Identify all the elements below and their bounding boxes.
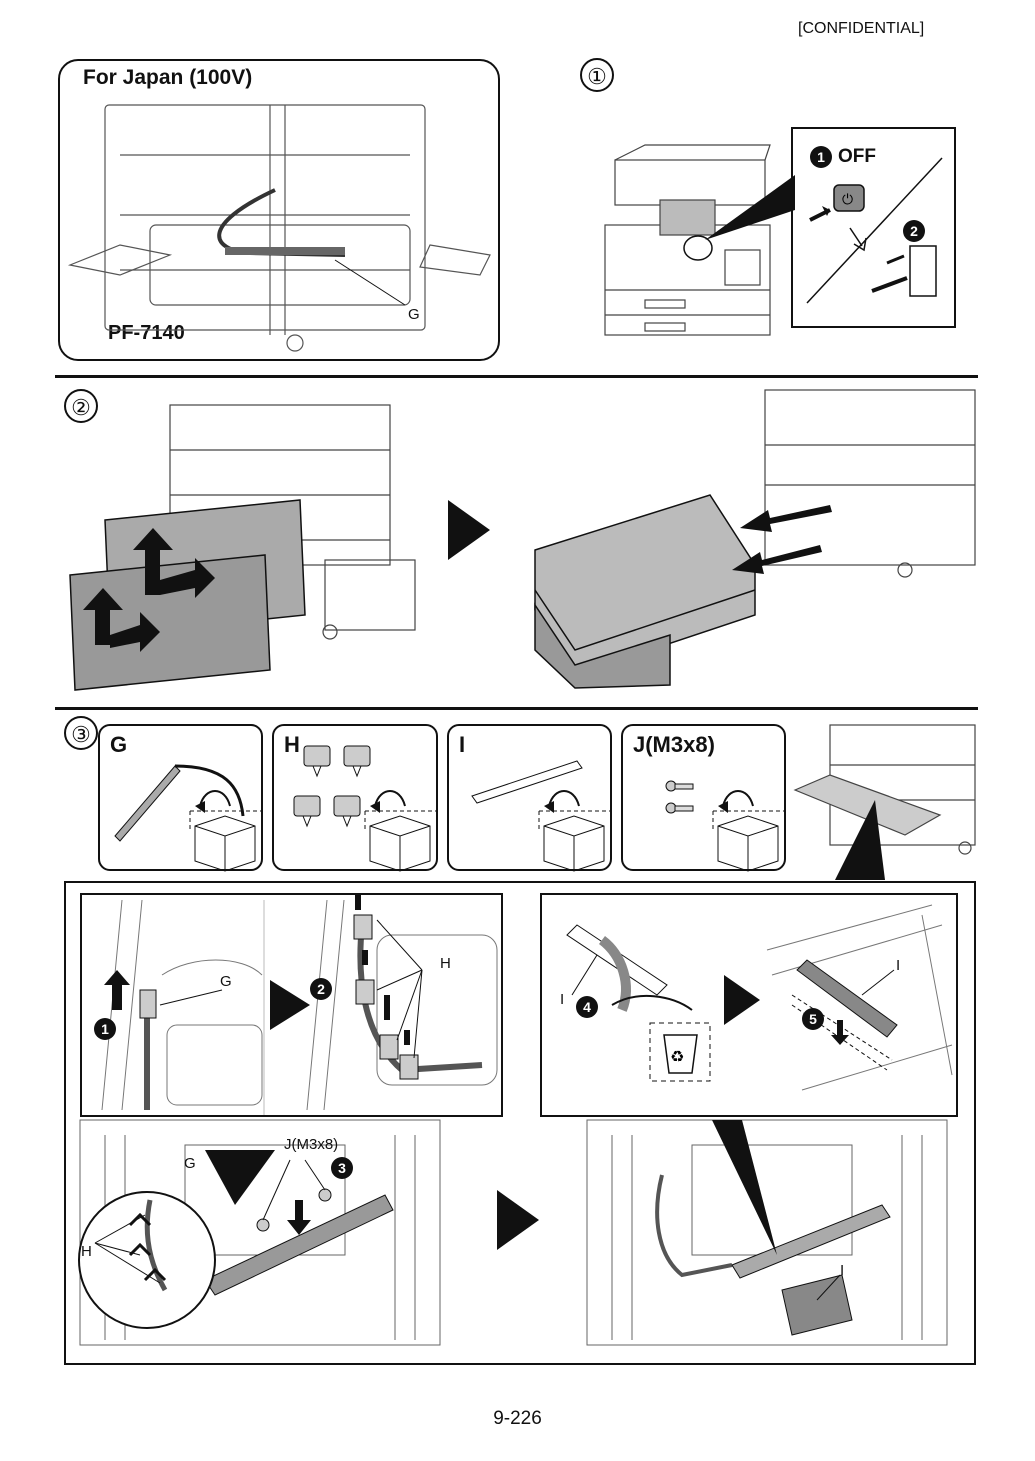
part-h-label: H [284, 732, 300, 757]
box-icon [189, 790, 263, 872]
cassette-pull-out-illustration [69, 404, 416, 691]
label-g: G [408, 306, 420, 323]
installed-result-illustration [586, 1119, 948, 1346]
part-j-screw-icons [665, 780, 694, 814]
sheet-attach-inset: ♻ I I 4 5 [540, 893, 958, 1117]
feeder-open-illustration [793, 724, 976, 880]
part-g-harness-icon [114, 764, 245, 842]
label-i-inset-left: I [560, 991, 565, 1008]
num-2-badge-wrap: 2 [903, 220, 925, 242]
label-h-bottom: H [81, 1243, 92, 1260]
part-j-label: J(M3x8) [633, 732, 715, 757]
part-i-sheet-icon [471, 760, 583, 804]
svg-text:⏻: ⏻ [842, 192, 853, 208]
part-h-box: H [272, 724, 438, 872]
num-4-inset-badge: 4 [576, 996, 598, 1018]
part-h-clamp-icons [293, 745, 371, 828]
label-i-bottom: I [840, 1262, 845, 1279]
num-5-inset-badge: 5 [802, 1008, 824, 1030]
num-1-badge: 1 [810, 146, 832, 168]
box-icon [712, 790, 786, 872]
num-1-inset-wrap: 1 [94, 1018, 116, 1040]
label-j-m3x8: J(M3x8) [284, 1136, 339, 1153]
mfp-illustration [604, 144, 771, 336]
harness-route-illustration [78, 1119, 441, 1346]
japan-note-box [58, 59, 500, 361]
sheet-attach-illustration: ♻ [566, 904, 953, 1091]
power-off-label: 1 OFF [810, 146, 876, 168]
num-3-badge: 3 [331, 1157, 353, 1179]
part-g-label: G [110, 732, 128, 757]
confidential-label: [CONFIDENTIAL] [798, 20, 925, 37]
box-icon [538, 790, 612, 872]
label-h-inset: H [440, 955, 451, 972]
part-j-box: J(M3x8) [621, 724, 786, 872]
page-number: 9-226 [493, 1408, 542, 1429]
label-i-inset-right: I [896, 957, 901, 974]
power-off-box [791, 127, 956, 328]
part-g-box: G [98, 724, 263, 872]
paper-feeder-illustration [67, 104, 491, 352]
step-2-number: ② [64, 389, 98, 423]
harness-insert-illustration [101, 895, 498, 1115]
num-3-badge-wrap: 3 [331, 1157, 353, 1179]
cassette-removed-illustration [534, 389, 976, 689]
model-label: PF-7140 [108, 322, 185, 344]
power-switch-unplug-illustration: ⏻ [806, 157, 943, 304]
part-i-box: I [447, 724, 612, 872]
off-text: OFF [838, 146, 876, 167]
num-1-inset-badge: 1 [94, 1018, 116, 1040]
label-g-bottom: G [184, 1155, 196, 1172]
step-3-number: ③ [64, 716, 98, 750]
install-detail-frame [64, 881, 976, 1365]
num-2-inset-wrap: 2 [310, 978, 332, 1000]
next-arrow-1 [448, 500, 490, 560]
num-2-badge: 2 [903, 220, 925, 242]
label-g-inset: G [220, 973, 232, 990]
section-divider-2 [55, 707, 978, 710]
num-2-inset-badge: 2 [310, 978, 332, 1000]
harness-insert-inset: G H 1 2 [80, 893, 503, 1117]
step-1-number: ① [580, 58, 614, 92]
part-i-label: I [459, 732, 466, 757]
japan-note-title: For Japan (100V) [83, 66, 253, 89]
next-arrow-2 [497, 1190, 539, 1250]
num-5-inset-wrap: 5 [802, 1008, 824, 1030]
num-4-inset-wrap: 4 [576, 996, 598, 1018]
box-icon [364, 790, 438, 872]
section-divider-1 [55, 375, 978, 378]
zoom-wedge [705, 175, 795, 240]
svg-text:♻: ♻ [670, 1047, 684, 1066]
